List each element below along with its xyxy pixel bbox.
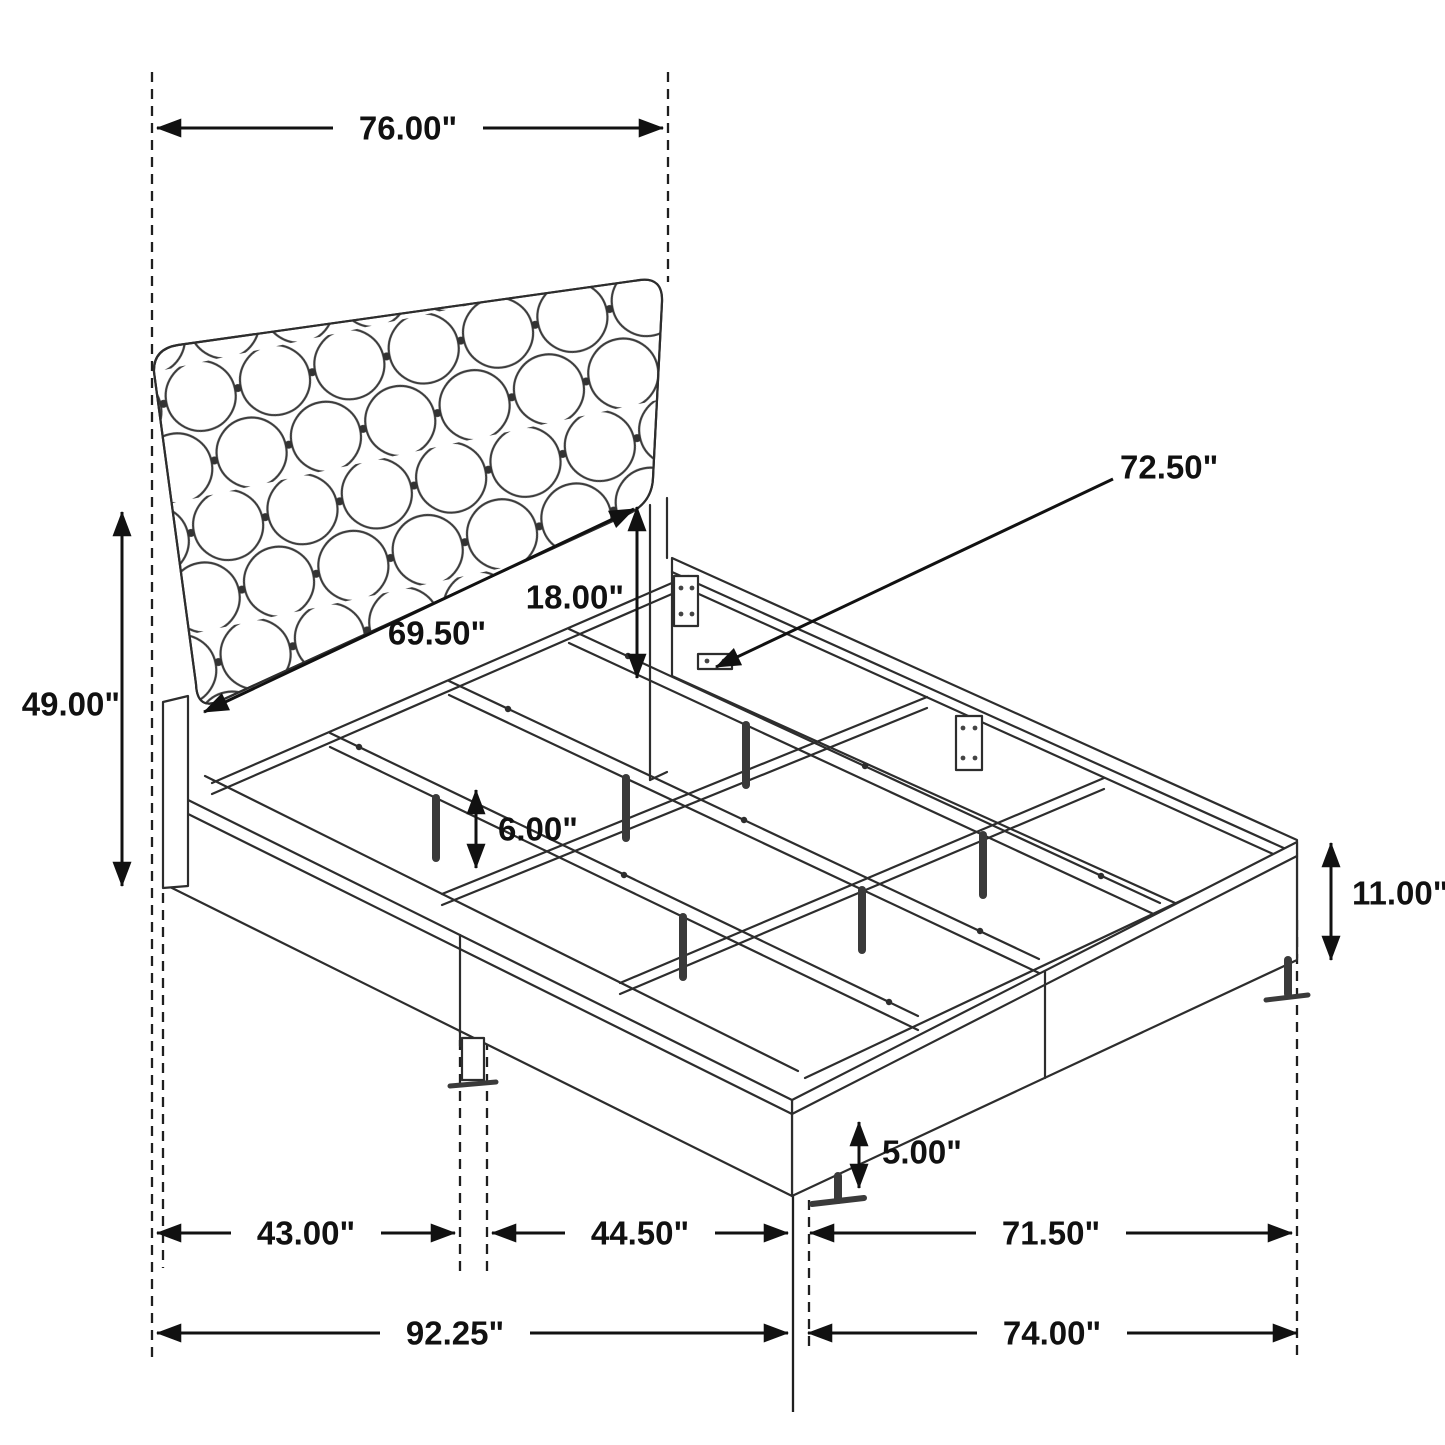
dim-support-leg-height: 6.00" xyxy=(466,788,578,870)
dim-side-rail-length: 72.50" xyxy=(715,449,1218,669)
dim-headboard-width: 76.00" xyxy=(155,107,665,149)
center-to-footboard-label: 71.50" xyxy=(1002,1215,1100,1252)
overall-width-label: 74.00" xyxy=(1003,1315,1101,1352)
dimensions: 76.00" 49.00" 18.00" 69.50" 72.50" 6.00"… xyxy=(22,107,1445,1354)
front-leg-to-center-leg-label: 44.50" xyxy=(591,1215,689,1252)
headboard-width-label: 76.00" xyxy=(359,110,457,147)
extension-lines xyxy=(150,72,1299,1412)
headboard-panel-width-label: 69.50" xyxy=(388,615,486,652)
headboard-right-post xyxy=(648,496,669,782)
dim-center-to-footboard: 71.50" xyxy=(808,1212,1294,1254)
headboard-panel-height-label: 18.00" xyxy=(526,579,624,616)
headboard-left-leg xyxy=(161,694,190,890)
dim-headboard-to-front-leg: 43.00" xyxy=(155,1212,457,1254)
near-side-rail xyxy=(166,788,794,1198)
mounting-brackets xyxy=(672,574,984,772)
dim-overall-length: 92.25" xyxy=(155,1312,790,1354)
bed-frame-drawing xyxy=(152,278,1311,1207)
center-support-legs xyxy=(432,721,987,981)
headboard-to-front-leg-label: 43.00" xyxy=(257,1215,355,1252)
foot-leg-height-label: 5.00" xyxy=(882,1134,962,1171)
dim-foot-leg-height: 5.00" xyxy=(849,1120,962,1190)
frame-rail-height-label: 11.00" xyxy=(1352,875,1445,912)
footboard-rail xyxy=(790,840,1299,1198)
dim-overall-width: 74.00" xyxy=(806,1312,1299,1354)
support-leg-height-label: 6.00" xyxy=(498,811,578,848)
dim-headboard-height: 49.00" xyxy=(22,510,132,888)
metal-feet xyxy=(447,956,1311,1207)
overall-length-label: 92.25" xyxy=(406,1315,504,1352)
side-rail-length-label: 72.50" xyxy=(1120,449,1218,486)
headboard-height-label: 49.00" xyxy=(22,686,120,723)
dim-headboard-panel-width: 69.50" xyxy=(203,507,635,714)
dim-frame-rail-height: 11.00" xyxy=(1321,841,1445,962)
dim-front-leg-to-center-leg: 44.50" xyxy=(490,1212,790,1254)
